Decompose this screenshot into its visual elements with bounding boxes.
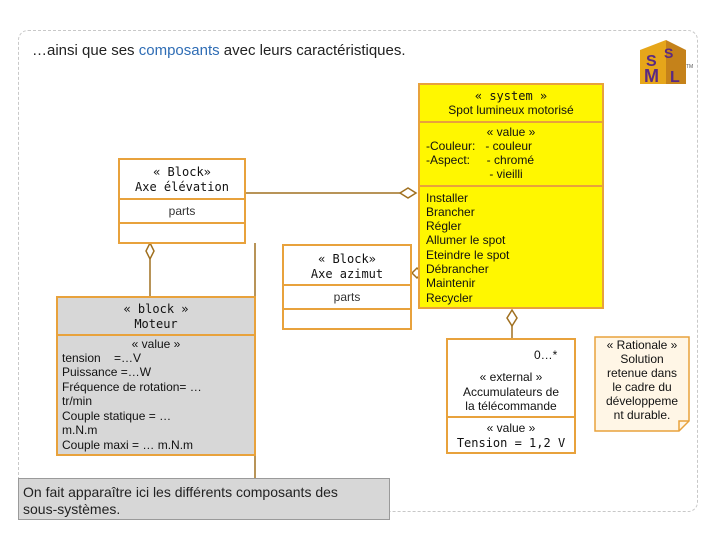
operation-item: Eteindre le spot [426,248,510,262]
composition-diamond-moteur [145,241,155,261]
azimut-stereotype: « Block» [318,252,376,266]
moteur-stereotype: « block » [123,302,189,316]
elevation-parts-label: parts [168,204,196,218]
rationale-line: développeme [605,394,679,408]
moteur-value-line: Couple maxi = … m.N.m [62,438,194,452]
external-block: 0…* « external » Accumulateurs de la tél… [446,338,576,454]
block-moteur: « block » Moteur « value » tension =…V P… [56,296,256,456]
operation-item: Recycler [426,291,473,305]
svg-text:M: M [644,66,659,86]
elevation-empty-compartment [120,222,244,242]
slide-title: …ainsi que ses composants avec leurs car… [32,42,406,59]
external-value-line: Tension = 1,2 V [456,436,566,450]
moteur-value-line: Puissance =…W [62,365,152,379]
composition-diamond-external [506,308,518,328]
moteur-value-line: tr/min [62,394,92,408]
system-value-line: -Couleur: - couleur [426,139,533,153]
rationale-line: Solution [620,352,664,366]
system-stereotype: « system » [474,89,548,103]
sysml-logo-icon: S S M L TM [640,40,693,86]
block-axe-azimut: « Block» Axe azimut parts [282,244,412,330]
azimut-name: Axe azimut [310,267,384,281]
elevation-parts-compartment: parts [120,198,244,222]
operation-item: Maintenir [426,276,476,290]
system-value-header: « value » [486,125,536,139]
caption-line: sous-systèmes. [23,501,121,517]
moteur-value-header: « value » [131,337,181,351]
svg-text:L: L [670,69,680,86]
title-text-before: …ainsi que ses [32,42,139,59]
rationale-stereotype: « Rationale » [606,338,678,352]
caption-box: On fait apparaître ici les différents co… [18,478,390,520]
system-value-line: - vieilli [426,167,523,181]
moteur-value-line: tension =…V [62,351,142,365]
block-axe-elevation: « Block» Axe élévation parts [118,158,246,244]
title-text-after: avec leurs caractéristiques. [219,42,406,59]
moteur-value-line: Fréquence de rotation= … [62,380,202,394]
system-values-compartment: « value » -Couleur: - couleur -Aspect: -… [420,121,602,185]
external-stereotype: « external » [479,370,543,384]
external-multiplicity: 0…* [534,348,558,362]
external-values-compartment: « value » Tension = 1,2 V [448,416,574,452]
azimut-parts-compartment: parts [284,284,410,308]
system-value-line: -Aspect: - chromé [426,153,535,167]
rationale-line: retenue dans [606,366,678,380]
svg-text:TM: TM [686,64,693,70]
operation-item: Régler [426,219,462,233]
rationale-line: le cadre du [612,380,672,394]
azimut-empty-compartment [284,308,410,328]
svg-text:S: S [664,45,673,61]
caption-line: On fait apparaître ici les différents co… [23,484,338,500]
moteur-value-line: Couple statique = … [62,409,172,423]
system-block: « system » Spot lumineux motorisé « valu… [418,83,604,309]
external-value-header: « value » [486,421,536,435]
elevation-name: Axe élévation [135,180,229,194]
external-name-line: Accumulateurs de [462,385,560,399]
rationale-note: « Rationale » Solution retenue dans le c… [594,338,690,422]
moteur-values-compartment: « value » tension =…V Puissance =…W Fréq… [58,334,254,454]
rationale-line: nt durable. [613,408,671,422]
composition-diamond-elevation [398,187,418,199]
svg-text:S: S [646,53,657,70]
azimut-parts-label: parts [333,290,361,304]
elevation-stereotype: « Block» [153,165,211,179]
operation-item: Débrancher [426,262,489,276]
moteur-name: Moteur [134,317,178,331]
title-highlight: composants [138,42,220,59]
operation-item: Brancher [426,205,475,219]
system-name: Spot lumineux motorisé [448,103,574,117]
operation-item: Allumer le spot [426,233,506,247]
moteur-value-line: m.N.m [62,423,98,437]
external-name-line: la télécommande [465,399,557,413]
operation-item: Installer [426,191,469,205]
rationale-note-shape [594,336,690,432]
system-operations-compartment: Installer Brancher Régler Allumer le spo… [420,185,602,307]
